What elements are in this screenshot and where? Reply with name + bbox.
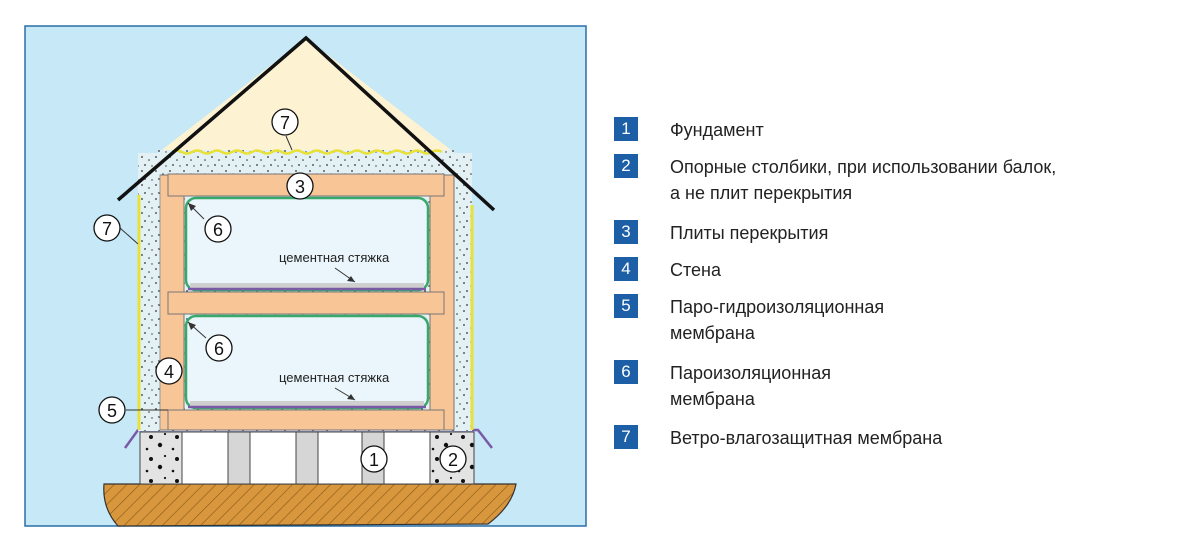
label-wall-4: 4	[155, 357, 183, 385]
screed-label-lower: цементная стяжка	[279, 370, 390, 385]
screed-label-upper: цементная стяжка	[279, 250, 390, 265]
svg-text:6: 6	[214, 339, 224, 359]
legend-badge: 4	[614, 257, 638, 281]
legend-item-6: 6 Пароизоляционная мембрана	[614, 360, 831, 412]
svg-text:7: 7	[280, 113, 290, 133]
roof	[116, 35, 496, 212]
room-lower	[184, 314, 430, 410]
attic-insulation	[158, 150, 454, 172]
label-posts-2: 2	[439, 445, 467, 473]
legend-badge: 1	[614, 117, 638, 141]
legend-label: Фундамент	[670, 120, 764, 140]
label-upper-6: 6	[204, 215, 232, 243]
svg-text:3: 3	[295, 177, 305, 197]
legend-item-7: 7 Ветро-влагозащитная мембрана	[614, 425, 942, 451]
legend-label: Ветро-влагозащитная мембрана	[670, 428, 943, 448]
legend-label: Опорные столбики, при использовании бало…	[670, 157, 1057, 203]
legend-badge: 7	[614, 425, 638, 449]
slab-middle	[167, 291, 445, 315]
screed-upper	[190, 283, 424, 288]
svg-text:2: 2	[448, 450, 458, 470]
legend-label: Плиты перекрытия	[670, 223, 829, 243]
attic-wind-membrane	[171, 149, 443, 155]
svg-text:1: 1	[369, 450, 379, 470]
svg-text:4: 4	[164, 362, 174, 382]
ground	[103, 483, 517, 527]
legend-label: Паро-гидроизоляционная мембрана	[670, 297, 885, 343]
legend-item-4: 4 Стена	[614, 257, 721, 283]
label-lower-6: 6	[205, 334, 233, 362]
attic	[158, 38, 455, 153]
legend-item-1: 1 Фундамент	[614, 117, 764, 143]
legend-item-2: 2 Опорные столбики, при использовании ба…	[614, 154, 1056, 206]
house-diagram: цементная стяжка цементная стяжка 7 3 7 …	[24, 25, 587, 527]
legend-badge: 3	[614, 220, 638, 244]
legend-item-5: 5 Паро-гидроизоляционная мембрана	[614, 294, 884, 346]
legend: 1 Фундамент 2 Опорные столбики, при испо…	[614, 0, 1174, 550]
svg-text:7: 7	[102, 219, 112, 239]
legend-item-3: 3 Плиты перекрытия	[614, 220, 828, 246]
label-attic-7: 7	[271, 108, 299, 136]
legend-label: Пароизоляционная мембрана	[670, 363, 831, 409]
label-foundation-1: 1	[360, 445, 388, 473]
slab-bottom	[167, 409, 445, 431]
legend-badge: 6	[614, 360, 638, 384]
label-slab-3: 3	[286, 172, 314, 200]
screed-lower	[190, 401, 424, 406]
foundation	[139, 431, 475, 485]
legend-badge: 2	[614, 154, 638, 178]
svg-text:5: 5	[107, 401, 117, 421]
legend-label: Стена	[670, 260, 722, 280]
room-upper	[184, 196, 430, 292]
label-left-7: 7	[93, 214, 121, 242]
svg-text:6: 6	[213, 220, 223, 240]
label-membrane-5: 5	[98, 396, 126, 424]
legend-badge: 5	[614, 294, 638, 318]
